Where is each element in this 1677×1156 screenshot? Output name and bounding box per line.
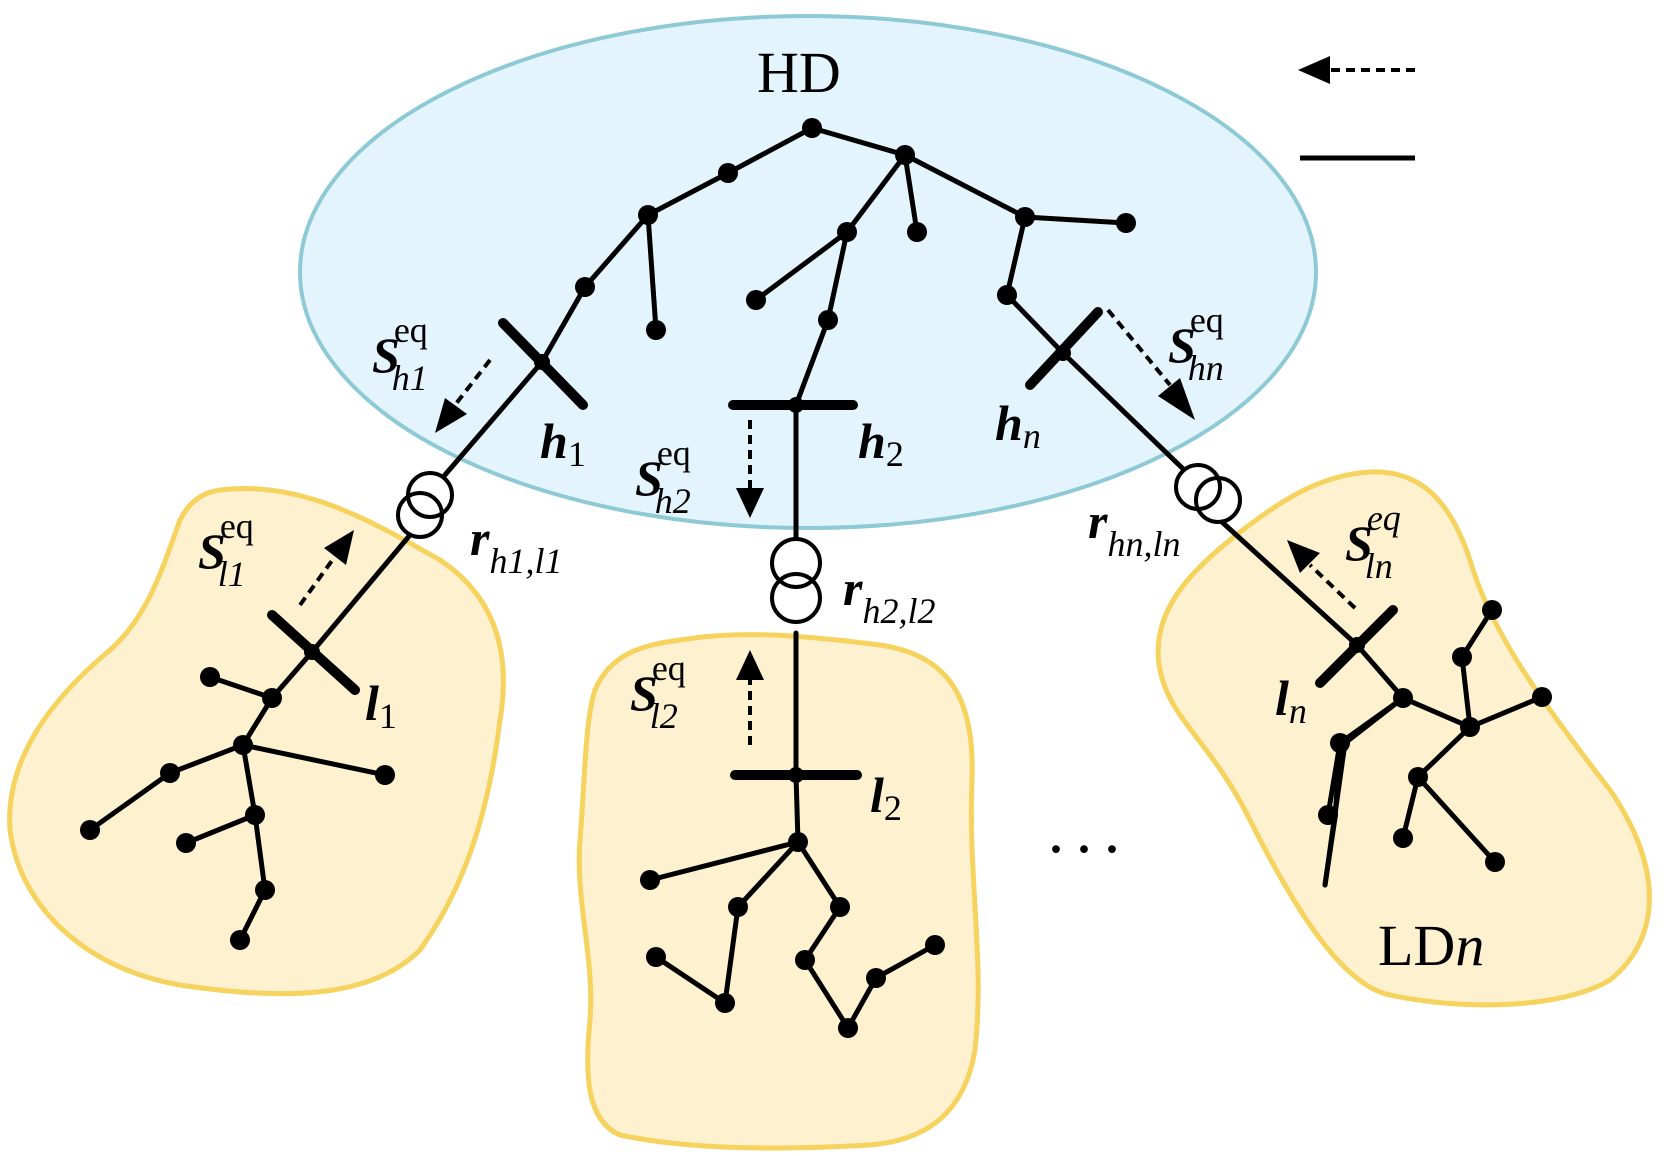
bus-l2-node (788, 767, 804, 783)
ld-node (1408, 767, 1428, 787)
ld1-region (7, 485, 506, 997)
ld-node (925, 935, 945, 955)
arrow-S-l2 (736, 650, 764, 745)
transformer-h1-l1 (396, 471, 454, 539)
arrow-S-h1 (435, 358, 492, 433)
hd-region (298, 14, 1318, 530)
label-r-hn-ln: rhn,ln (1088, 493, 1180, 564)
arrow-S-hn (1106, 308, 1195, 420)
hd-node (818, 310, 838, 330)
ldn-region (1155, 469, 1652, 1008)
arrow-S-ln (1287, 540, 1357, 610)
hd-node (1015, 207, 1035, 227)
ellipsis-label: · · · (1048, 823, 1120, 876)
bus-l1-node (304, 644, 320, 660)
ld-node (728, 897, 748, 917)
ld-node (176, 833, 196, 853)
label-h1: h1 (540, 413, 586, 474)
ld-node (866, 968, 886, 988)
hd-node (575, 277, 595, 297)
ld-node (1485, 852, 1505, 872)
bus-h2-node (788, 397, 804, 413)
ld-node (646, 947, 666, 967)
hd-node (907, 222, 927, 242)
ld-node (640, 870, 660, 890)
hd-node (638, 205, 658, 225)
hd-network (429, 118, 1208, 543)
transformer-hn-ln (1174, 463, 1242, 524)
hd-node (718, 163, 738, 183)
ld-node (1452, 647, 1472, 667)
ld-node (715, 993, 735, 1013)
dashed-arrow-icon (1298, 56, 1415, 84)
ld-node (1393, 688, 1413, 708)
ld-node (255, 880, 275, 900)
bus-h1-node (534, 354, 550, 370)
ld-node (1460, 717, 1480, 737)
ld-node (788, 832, 808, 852)
label-r-h1-l1: rh1,l1 (470, 510, 562, 581)
transformer-h2-l2 (770, 537, 822, 624)
ldn-label: LDn (1378, 913, 1484, 978)
hd-node (997, 285, 1017, 305)
ld-node (375, 765, 395, 785)
ld-node (233, 735, 253, 755)
ld-node (1330, 733, 1350, 753)
label-r-h2-l2: rh2,l2 (843, 560, 935, 631)
ld-node (1532, 687, 1552, 707)
ld1-network (80, 532, 413, 950)
ld-node (1393, 828, 1413, 848)
ld-node (245, 805, 265, 825)
ld-node (230, 930, 250, 950)
label-l1: l1 (365, 675, 397, 736)
bus-ln-node (1349, 637, 1365, 653)
bus-hn-node (1055, 345, 1071, 361)
ld-node (795, 950, 815, 970)
ld2-network (640, 630, 945, 1038)
ld-node (160, 763, 180, 783)
ld-node (830, 897, 850, 917)
hd-node (646, 320, 666, 340)
hd-node (895, 145, 915, 165)
ld2-region (576, 632, 981, 1151)
hd-label: HD (757, 40, 841, 105)
legend (1298, 56, 1415, 161)
hd-node (802, 118, 822, 138)
ld-node (1318, 805, 1338, 825)
ld-node (1482, 600, 1502, 620)
hd-node (837, 222, 857, 242)
hd-node (1116, 213, 1136, 233)
hd-node (746, 290, 766, 310)
arrow-S-h2 (736, 420, 764, 518)
label-h2: h2 (858, 413, 904, 474)
ldn-network (1219, 519, 1552, 888)
arrow-S-l1 (298, 530, 354, 607)
ld-node (200, 667, 220, 687)
ld-node (838, 1018, 858, 1038)
label-hn: hn (995, 395, 1041, 456)
ld-node (80, 820, 100, 840)
label-ln: ln (1275, 670, 1307, 731)
label-l2: l2 (870, 767, 902, 828)
ld-node (262, 688, 282, 708)
